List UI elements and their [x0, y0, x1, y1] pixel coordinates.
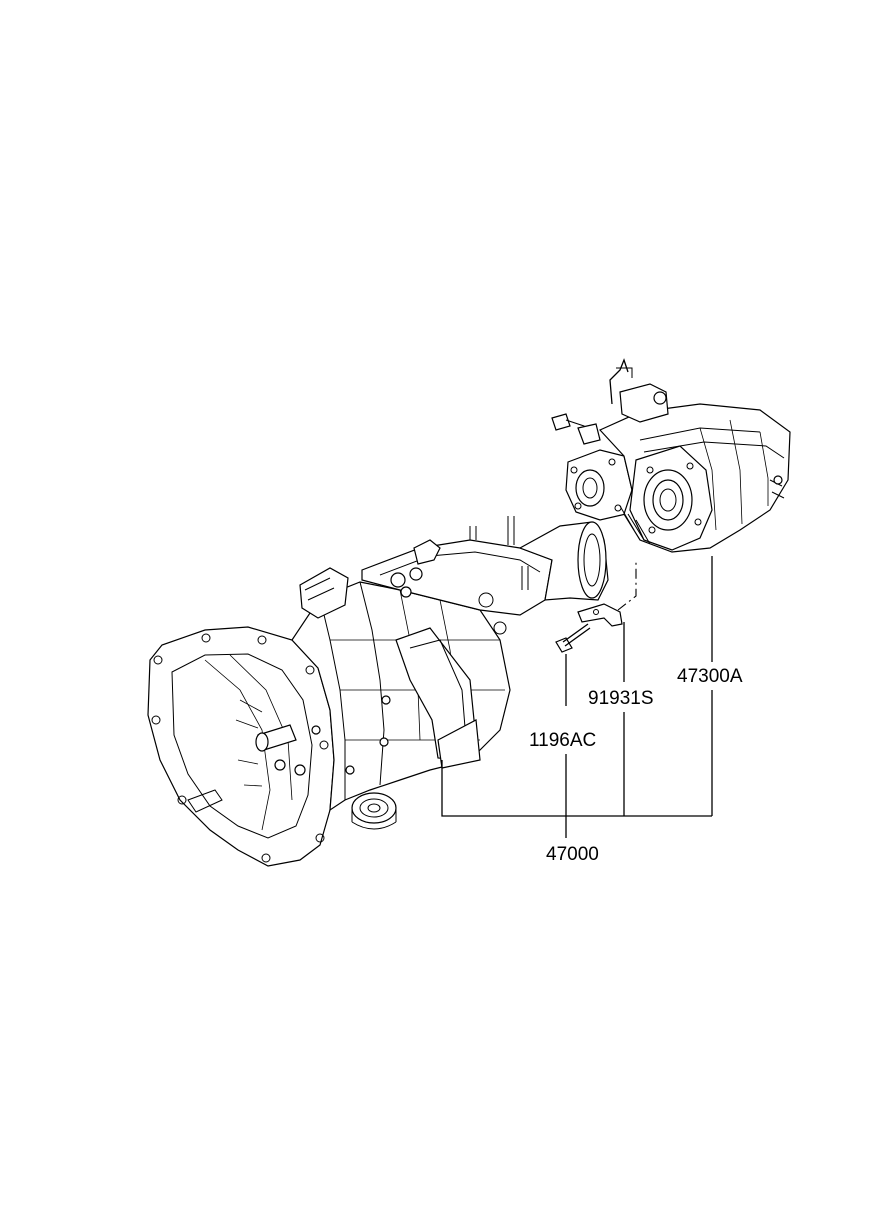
part-number-47000[interactable]: 47000: [546, 844, 599, 865]
leader-lines: [441, 556, 713, 838]
bracket-icon: [577, 560, 637, 627]
part-number-91931S[interactable]: 91931S: [588, 688, 654, 709]
transfer-case-icon: [551, 358, 791, 553]
transmission-assembly-icon: [147, 516, 609, 867]
bolt-icon: [555, 623, 591, 653]
part-number-47300A[interactable]: 47300A: [677, 666, 743, 687]
part-number-1196AC[interactable]: 1196AC: [529, 730, 596, 751]
